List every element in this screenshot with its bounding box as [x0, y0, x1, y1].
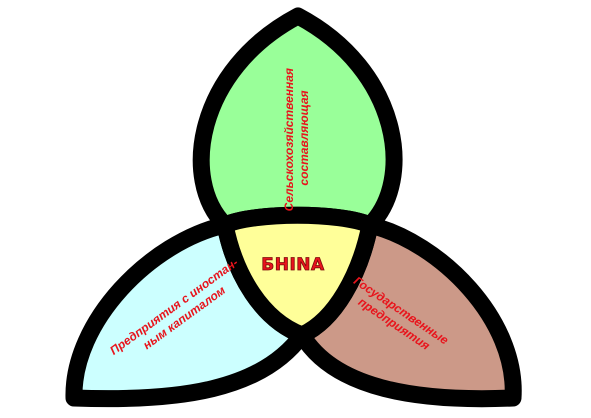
- center-label: БНINA: [261, 255, 325, 275]
- petal-top-label-line-1: Сельскохозяйственная: [282, 68, 296, 211]
- petal-top-label-line-2: составляющая: [297, 90, 311, 185]
- petal-top-label: Сельскохозяйственная составляющая: [282, 65, 311, 212]
- center-region: [216, 206, 379, 344]
